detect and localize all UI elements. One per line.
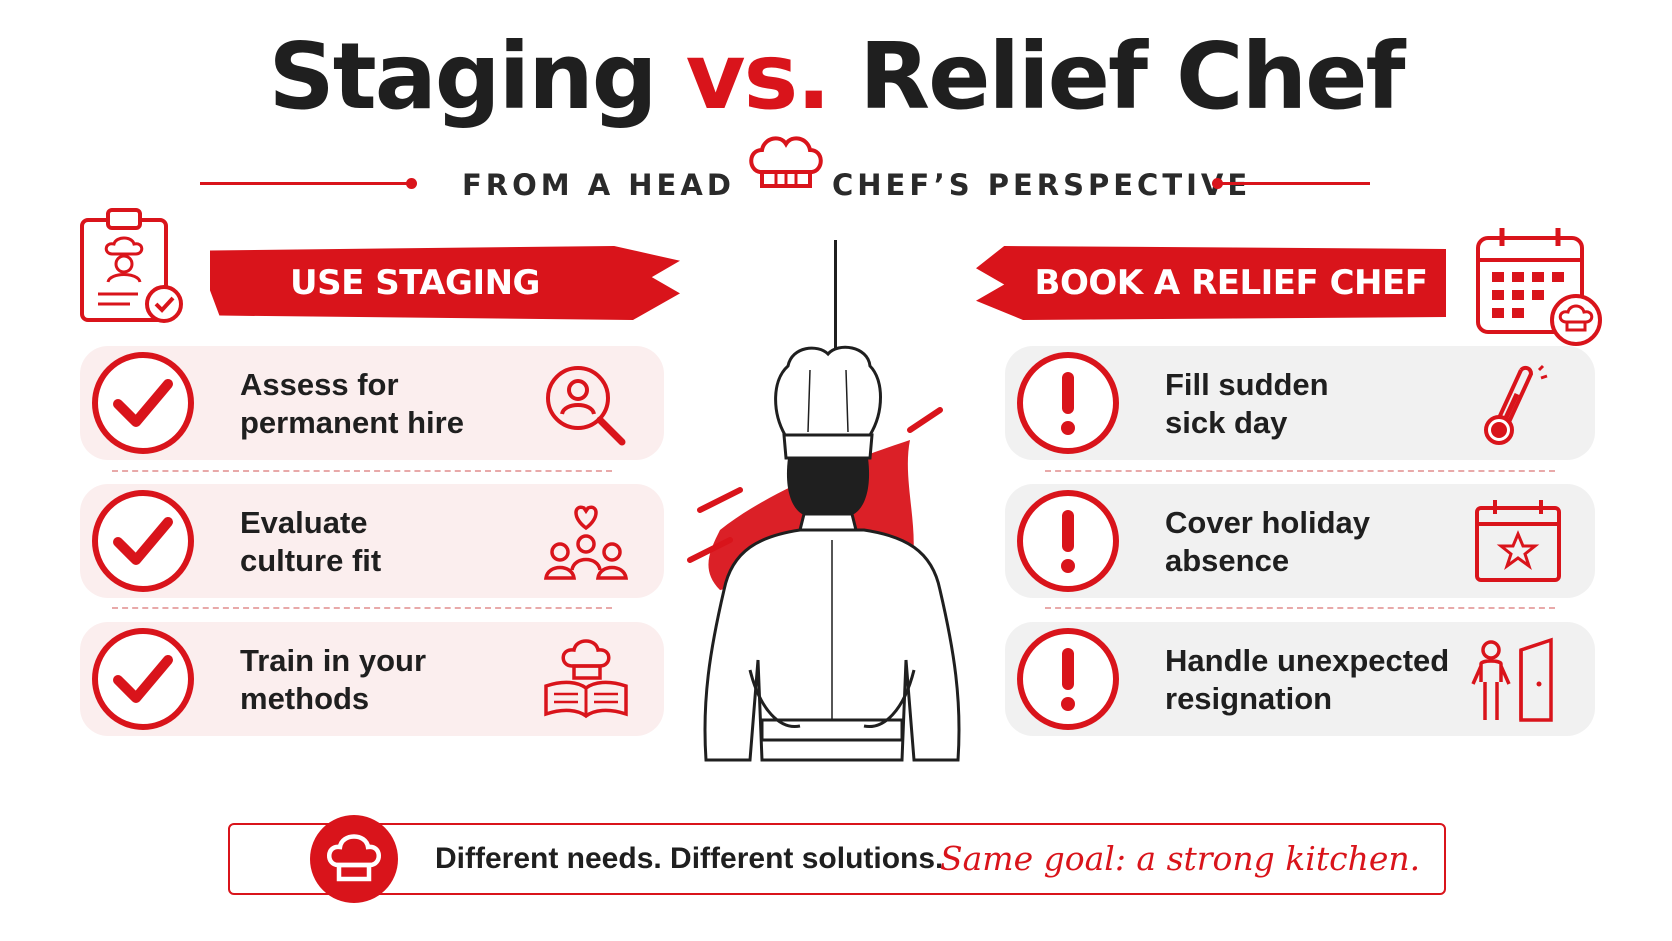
title-part-relief-chef: Relief Chef (859, 23, 1405, 130)
check-icon (92, 352, 194, 454)
chef-hat-icon (327, 834, 381, 882)
relief-item-label: Cover holiday absence (1165, 505, 1370, 578)
staging-item-3: Train in your methods (80, 622, 664, 736)
footer-tagline: Same goal: a strong kitchen. (940, 839, 1421, 878)
footer-banner: Different needs. Different solutions. Sa… (228, 815, 1446, 903)
check-icon (92, 490, 194, 592)
magnifier-person-icon (546, 366, 626, 446)
chef-back-illustration (687, 345, 961, 762)
exclamation-icon (1017, 490, 1119, 592)
relief-separator (1045, 470, 1555, 472)
footer-badge (310, 815, 398, 903)
relief-item-2: Cover holiday absence (1005, 484, 1595, 598)
banner-book-relief-chef: BOOK A RELIEF CHEF (976, 246, 1446, 320)
check-icon (92, 628, 194, 730)
banner-use-staging: USE STAGING (210, 246, 680, 320)
clipboard-chef-check-icon (80, 208, 183, 323)
exclamation-icon (1017, 628, 1119, 730)
calendar-chef-icon (1476, 228, 1602, 346)
subtitle-rule-right (1218, 182, 1370, 185)
subtitle-dot-left (406, 178, 417, 189)
staging-item-1: Assess for permanent hire (80, 346, 664, 460)
person-exit-door-icon (1471, 637, 1553, 722)
staging-item-label: Evaluate culture fit (240, 505, 382, 578)
footer-text: Different needs. Different solutions. (435, 842, 944, 875)
title-vs: vs. (685, 23, 832, 130)
staging-item-label: Train in your methods (240, 643, 427, 716)
relief-separator (1045, 607, 1555, 609)
title-part-staging: Staging (268, 23, 657, 130)
relief-item-label: Fill sudden sick day (1165, 367, 1329, 440)
page-title: Staging vs. Relief Chef (0, 22, 1672, 132)
exclamation-icon (1017, 352, 1119, 454)
subtitle-dot-right (1212, 178, 1223, 189)
relief-item-label: Handle unexpected resignation (1165, 643, 1450, 716)
staging-item-2: Evaluate culture fit (80, 484, 664, 598)
thermometer-icon (1484, 364, 1548, 445)
chef-hat-book-icon (544, 639, 628, 719)
subtitle-rule-left (200, 182, 410, 185)
staging-separator (112, 470, 612, 472)
center-divider (834, 240, 837, 352)
calendar-star-icon (1475, 500, 1561, 582)
relief-item-3: Handle unexpected resignation (1005, 622, 1595, 736)
team-heart-icon (543, 505, 629, 580)
chef-hat-icon (749, 136, 823, 188)
staging-separator (112, 607, 612, 609)
subtitle-right: CHEF’S PERSPECTIVE (832, 168, 1252, 202)
relief-item-1: Fill sudden sick day (1005, 346, 1595, 460)
staging-item-label: Assess for permanent hire (240, 367, 464, 440)
subtitle-left: FROM A HEAD (462, 168, 735, 202)
